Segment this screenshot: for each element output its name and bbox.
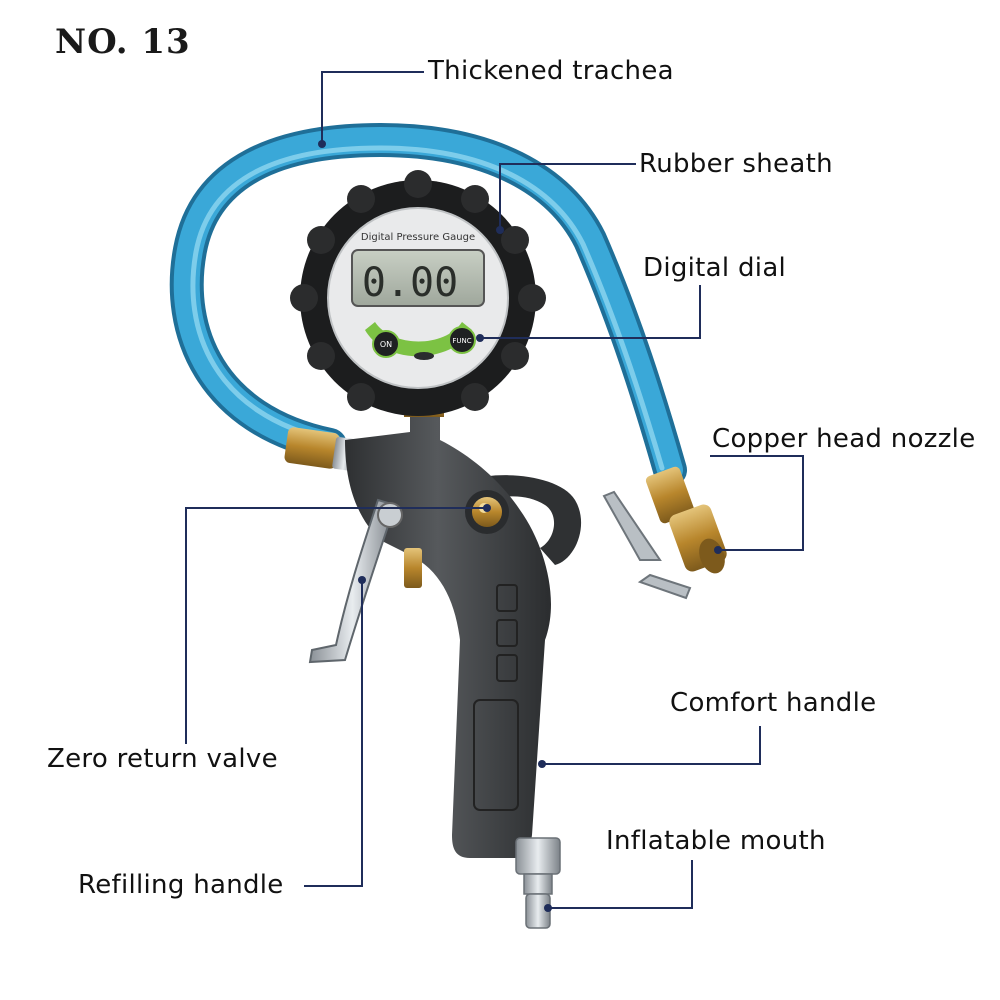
leader-lines (185, 71, 804, 909)
leader-dots (318, 140, 722, 912)
label-thickened-trachea: Thickened trachea (428, 56, 674, 86)
gun-body (345, 395, 582, 858)
gauge-func-button: FUNC (452, 337, 471, 345)
gauge-face-title: Digital Pressure Gauge (361, 232, 475, 243)
hose (169, 122, 687, 487)
label-refilling-handle: Refilling handle (78, 870, 284, 900)
label-digital-dial: Digital dial (643, 253, 787, 283)
label-comfort-handle: Comfort handle (670, 688, 877, 718)
gauge-on-button: ON (380, 340, 392, 349)
page-title: NO. 13 (55, 22, 191, 62)
label-rubber-sheath: Rubber sheath (639, 149, 833, 179)
label-zero-return-valve: Zero return valve (47, 744, 278, 774)
digital-dial (290, 170, 546, 416)
inflatable-mouth (515, 837, 561, 929)
label-copper-head-nozzle: Copper head nozzle (712, 424, 976, 454)
label-inflatable-mouth: Inflatable mouth (606, 826, 826, 856)
copper-head-nozzle (602, 466, 727, 600)
gauge-reading: 0.00 (362, 260, 458, 306)
